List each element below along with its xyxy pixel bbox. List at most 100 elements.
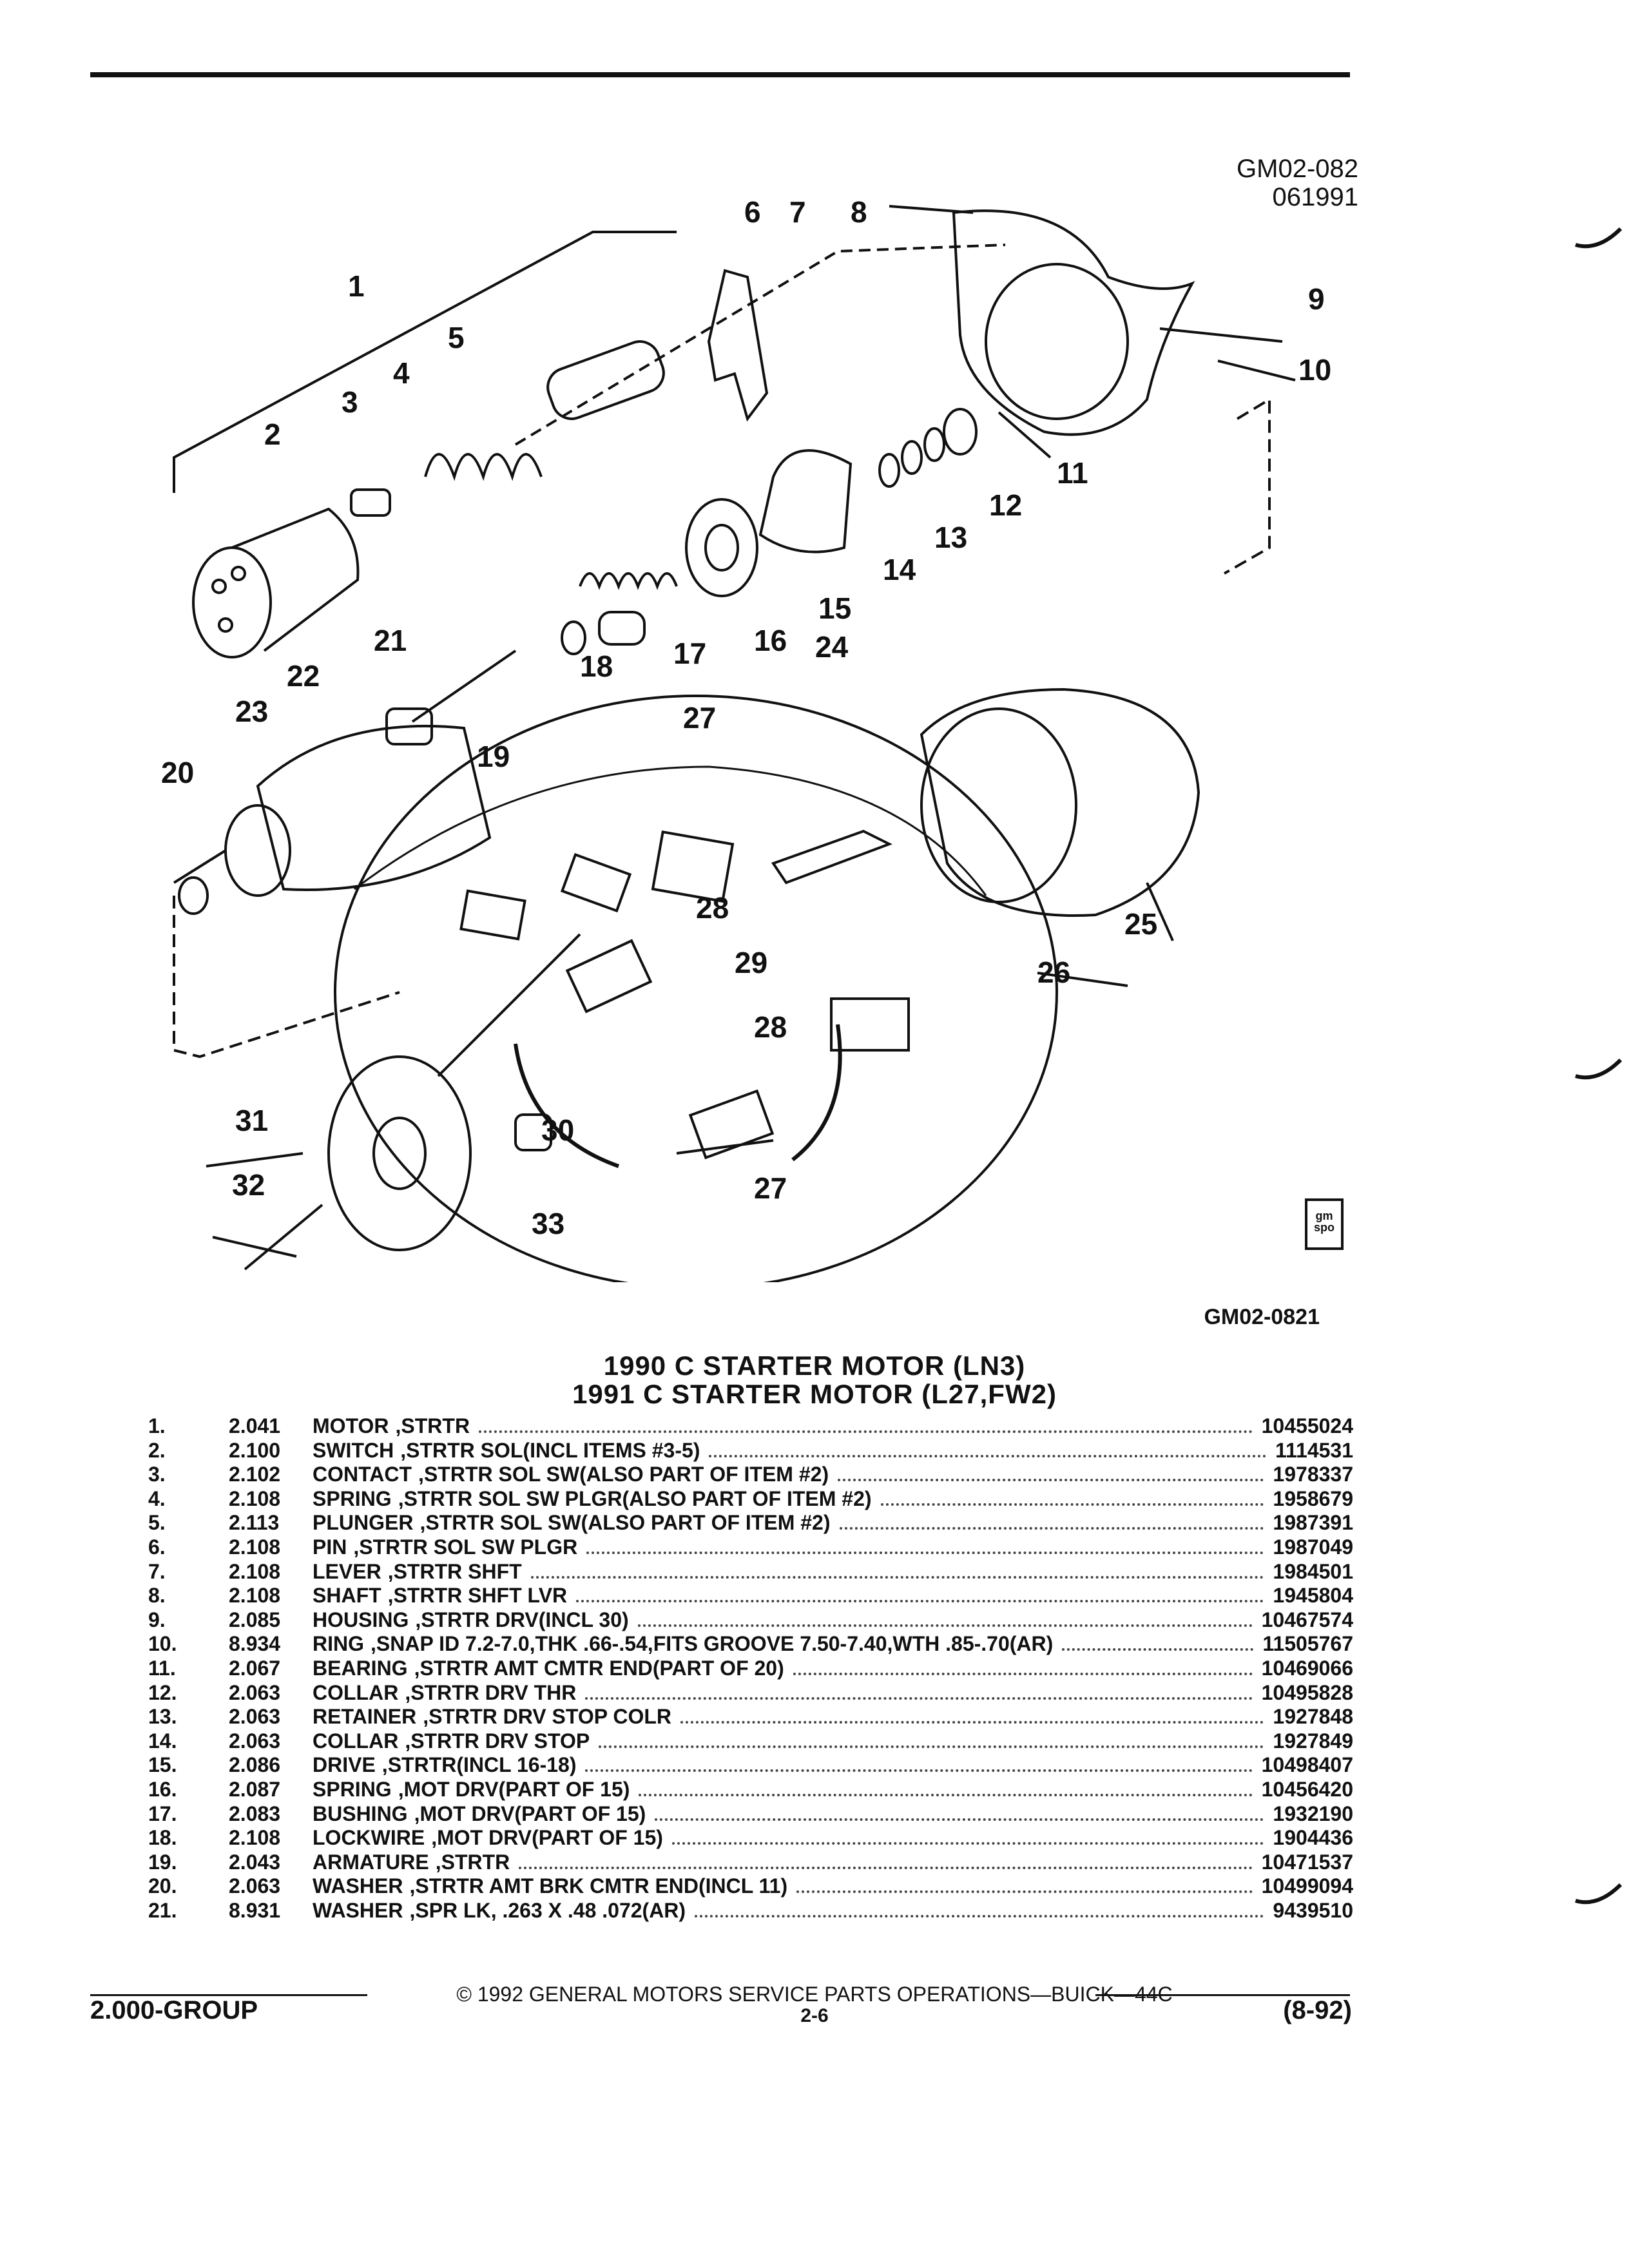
item-number: 20. xyxy=(148,1874,177,1898)
part-detail: ,STRTR SHFT LVR xyxy=(387,1584,568,1608)
part-description: LOCKWIRE,MOT DRV(PART OF 15) xyxy=(313,1826,663,1850)
part-detail: ,STRTR xyxy=(395,1414,470,1437)
part-description: BUSHING,MOT DRV(PART OF 15) xyxy=(313,1802,646,1826)
part-name: LEVER xyxy=(313,1559,381,1583)
leader-dots xyxy=(671,1842,1264,1845)
part-detail: ,SNAP ID 7.2-7.0,THK .66-.54,FITS GROOVE… xyxy=(371,1632,1054,1656)
part-description: ARMATURE,STRTR xyxy=(313,1850,510,1874)
part-description: MOTOR,STRTR xyxy=(313,1414,470,1438)
callout: 27 xyxy=(683,701,716,735)
leader-dots xyxy=(839,1527,1264,1530)
part-description: PIN,STRTR SOL SW PLGR xyxy=(313,1535,577,1559)
part-name: CONTACT xyxy=(313,1463,412,1486)
part-detail: ,STRTR DRV STOP xyxy=(405,1729,590,1753)
part-detail: ,STRTR AMT BRK CMTR END(INCL 11) xyxy=(409,1874,788,1898)
callout: 30 xyxy=(541,1113,574,1147)
part-name: SHAFT xyxy=(313,1584,381,1608)
figure-date: 061991 xyxy=(1272,183,1358,211)
callout: 3 xyxy=(342,385,358,419)
part-detail: ,STRTR SOL SW PLGR(ALSO PART OF ITEM #2) xyxy=(398,1486,872,1510)
leader-dots xyxy=(585,1696,1253,1700)
part-detail: ,STRTR xyxy=(435,1850,510,1874)
part-name: WASHER xyxy=(313,1898,403,1922)
group-number: 2.113 xyxy=(229,1511,280,1535)
part-detail: ,STRTR SOL(INCL ITEMS #3-5) xyxy=(400,1438,700,1462)
spring xyxy=(424,453,543,481)
footer-rule-right xyxy=(1095,1994,1350,1996)
callout: 21 xyxy=(374,624,407,657)
part-description: SHAFT,STRTR SHFT LVR xyxy=(313,1584,567,1608)
item-number: 8. xyxy=(148,1584,166,1608)
leader-dots xyxy=(793,1672,1253,1675)
group-number: 2.063 xyxy=(229,1680,281,1704)
leader-dots xyxy=(586,1551,1264,1554)
part-detail: ,STRTR(INCL 16-18) xyxy=(381,1753,577,1777)
page-number: 2-6 xyxy=(800,2005,829,2026)
part-number: 1945804 xyxy=(1273,1584,1353,1608)
callout: 29 xyxy=(735,946,767,979)
callout: 7 xyxy=(789,195,806,229)
callout: 2 xyxy=(264,418,281,451)
plunger xyxy=(546,340,665,420)
part-number: 1958679 xyxy=(1273,1486,1353,1510)
part-name: HOUSING xyxy=(313,1608,409,1631)
part-description: SPRING,STRTR SOL SW PLGR(ALSO PART OF IT… xyxy=(313,1487,872,1511)
title-line-1: 1990 C STARTER MOTOR (LN3) xyxy=(603,1350,1026,1381)
group-number: 2.041 xyxy=(229,1414,281,1437)
item-number: 4. xyxy=(148,1486,166,1510)
part-name: LOCKWIRE xyxy=(313,1826,425,1850)
leader-dots xyxy=(880,1503,1264,1506)
callout: 12 xyxy=(989,488,1022,522)
part-detail: ,STRTR AMT CMTR END(PART OF 20) xyxy=(414,1656,784,1680)
callout: 19 xyxy=(477,740,510,773)
part-description: BEARING,STRTR AMT CMTR END(PART OF 20) xyxy=(313,1657,784,1680)
callout: 25 xyxy=(1124,907,1157,941)
group-number: 2.108 xyxy=(229,1559,281,1583)
part-description: RING,SNAP ID 7.2-7.0,THK .66-.54,FITS GR… xyxy=(313,1632,1053,1656)
callout: 15 xyxy=(818,591,851,625)
leader-dots xyxy=(655,1818,1264,1821)
item-number: 10. xyxy=(148,1632,177,1656)
leader-dots xyxy=(479,1430,1253,1433)
part-number: 1987049 xyxy=(1273,1535,1353,1559)
leader-dots xyxy=(519,1866,1253,1869)
callout-labels: 1 2 3 4 5 6 7 8 9 10 11 12 13 14 15 16 1… xyxy=(161,195,1331,1240)
group-number: 2.063 xyxy=(229,1874,281,1898)
part-description: PLUNGER,STRTR SOL SW(ALSO PART OF ITEM #… xyxy=(313,1511,831,1535)
callout: 31 xyxy=(235,1104,268,1137)
part-detail: ,STRTR SOL SW PLGR xyxy=(353,1535,578,1559)
part-name: BEARING xyxy=(313,1656,408,1680)
part-name: SPRING xyxy=(313,1777,392,1801)
group-number: 2.063 xyxy=(229,1705,281,1729)
drive-housing xyxy=(952,209,1195,436)
part-number: 10498407 xyxy=(1261,1753,1353,1777)
item-number: 1. xyxy=(148,1414,166,1437)
item-number: 3. xyxy=(148,1463,166,1486)
part-detail: ,STRTR SOL SW(ALSO PART OF ITEM #2) xyxy=(419,1511,831,1535)
title-line-2: 1991 C STARTER MOTOR (L27,FW2) xyxy=(572,1379,1057,1409)
part-number: 1987391 xyxy=(1273,1511,1353,1535)
solenoid-body xyxy=(231,507,360,652)
part-name: WASHER xyxy=(313,1874,403,1898)
group-number: 2.067 xyxy=(229,1656,281,1680)
revision-date: (8-92) xyxy=(1283,1996,1352,2024)
group-number: 2.086 xyxy=(229,1753,281,1777)
parts-row: 20. 2.063 WASHER,STRTR AMT BRK CMTR END(IN… xyxy=(148,1874,1353,1899)
part-description: DRIVE,STRTR(INCL 16-18) xyxy=(313,1753,576,1777)
part-number: 10471537 xyxy=(1261,1850,1353,1874)
part-name: ARMATURE xyxy=(313,1850,429,1874)
group-number: 2.108 xyxy=(229,1535,281,1559)
field-frame xyxy=(920,687,1200,917)
copyright-notice: © 1992 GENERAL MOTORS SERVICE PARTS OPER… xyxy=(456,1983,1173,2006)
part-number: 1927848 xyxy=(1273,1705,1353,1729)
figure-reference: GM02-0821 xyxy=(1204,1305,1320,1329)
